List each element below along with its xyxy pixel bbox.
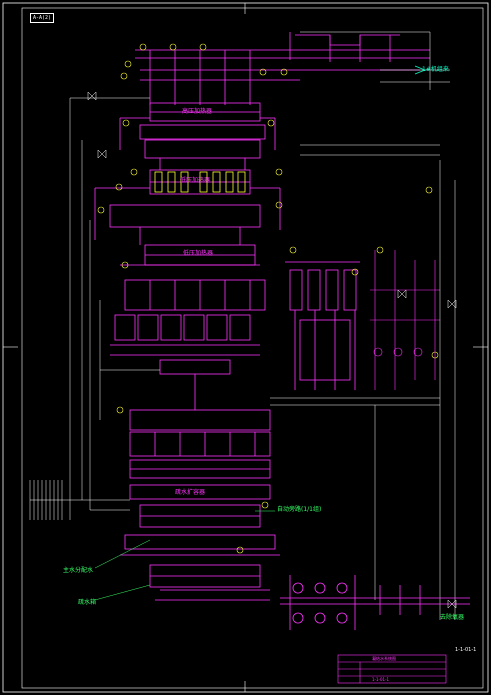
drawing-number-top: 1-1-01-1 [455,647,477,653]
pump-station [280,575,470,630]
drain-tank-label: 疏水扩容器 [175,489,206,496]
arrow-icon [414,65,427,75]
title-block [337,654,447,684]
valve-icon [87,91,457,609]
hp-heater-block [119,102,276,170]
left-distribution [29,140,160,520]
lp-heater-block [120,244,266,311]
pump-icon [292,582,304,594]
hp-heater-label: 高压加热器 [182,108,213,115]
lower-callout-1-label: 主水分配水 [63,567,94,574]
right-vessel-rack [285,261,360,390]
pump-icon [314,612,326,624]
lower-callout-2-label: 疏水箱 [78,599,97,606]
drain-block [120,504,280,601]
pump-bank [110,314,260,410]
title-block-name: 凝结水系统图 [372,656,396,661]
drawing-number-bottom: 1-1-01-1 [372,677,390,682]
pump-icon [336,582,348,594]
valve-cluster [154,171,246,193]
inner-frame [21,7,484,689]
bypass-callout-label: 自动旁路(1/1组) [277,506,322,513]
instrument-icon [97,43,439,554]
lp-heater-label: 低压加热器 [180,177,211,184]
top-manifold [135,32,430,105]
pump-icon [292,612,304,624]
mid-heater-block [94,169,281,245]
lp-heater-mid-label: 低压加热器 [183,250,214,257]
cooler-block [129,409,271,500]
sheet-corner-tag: A-A(2) [30,13,55,23]
pump-icon [314,582,326,594]
right-valve-column [370,250,440,390]
pump-icon [336,612,348,624]
right-outlet-label: 去除氧器 [440,614,465,621]
top-right-inlet-label: 1#机组来 [422,66,449,73]
